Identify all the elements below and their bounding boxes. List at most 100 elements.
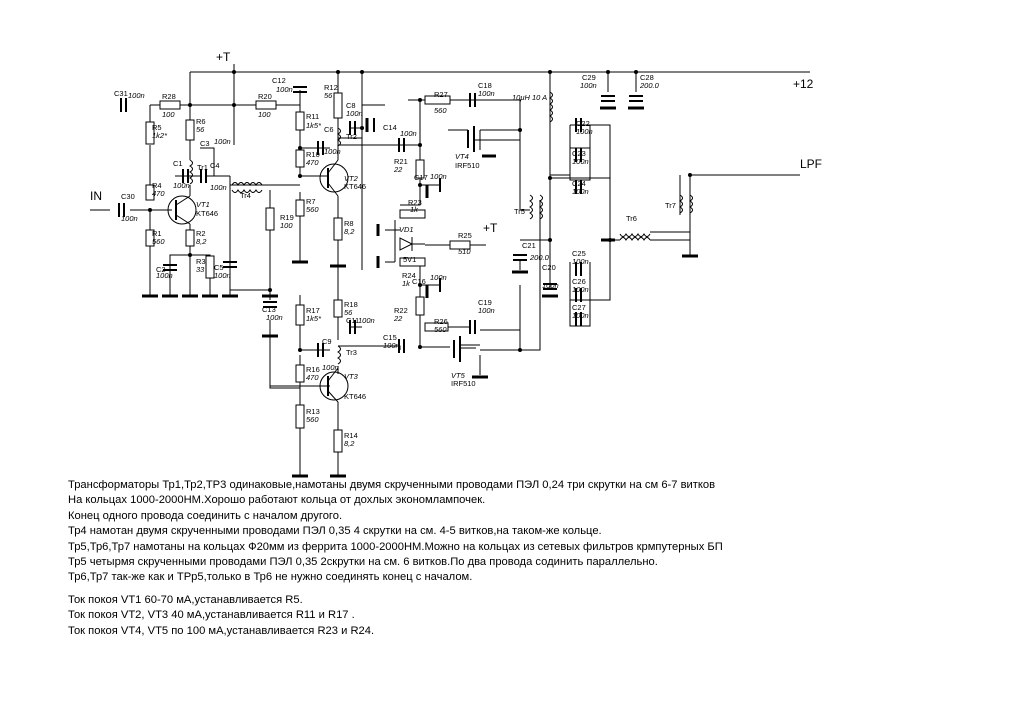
component-value: 470 bbox=[152, 189, 165, 198]
component-value: 10μH 10 A bbox=[512, 93, 547, 102]
component-ref: C17 bbox=[414, 173, 428, 182]
component-ref: R12 bbox=[324, 83, 338, 92]
semiconductor-type: KT646 bbox=[344, 182, 366, 191]
component-value: 560 bbox=[306, 415, 319, 424]
component-value: 100n bbox=[542, 281, 559, 290]
component-value: 510 bbox=[458, 247, 471, 256]
component-value: 200.0 bbox=[639, 81, 660, 90]
component-ref: R3 bbox=[196, 257, 206, 266]
component-value: 8,2 bbox=[196, 237, 207, 246]
component-ref: R24 bbox=[402, 271, 416, 280]
component-value: 100n bbox=[572, 257, 589, 266]
input-label: IN bbox=[90, 189, 102, 203]
component-value: 100n bbox=[400, 129, 417, 138]
note-line: На кольцах 1000-2000НМ.Хорошо работают к… bbox=[68, 494, 486, 507]
component-value: 1k5* bbox=[306, 121, 322, 130]
component-ref: C31 bbox=[114, 89, 128, 98]
bias-note: Ток покоя VT2, VT3 40 мА,устанавливается… bbox=[68, 609, 355, 622]
component-ref: R17 bbox=[306, 306, 320, 315]
component-ref: R5 bbox=[152, 123, 162, 132]
transformer-ref: Tr1 bbox=[197, 163, 208, 172]
capacitors bbox=[118, 86, 643, 357]
component-ref: C16 bbox=[412, 277, 426, 286]
semiconductor-type: KT646 bbox=[196, 209, 218, 218]
component-ref: R7 bbox=[306, 197, 316, 206]
component-value: 100n bbox=[128, 91, 145, 100]
component-ref: C12 bbox=[272, 76, 286, 85]
component-ref: C27 bbox=[572, 303, 586, 312]
note-line: Тр5 четырмя скрученными проводами ПЭЛ 0,… bbox=[68, 556, 658, 569]
component-value: 100n bbox=[210, 183, 227, 192]
component-value: 100n bbox=[346, 109, 363, 118]
component-ref: R8 bbox=[344, 219, 354, 228]
component-ref: R13 bbox=[306, 407, 320, 416]
plus-t-label: +T bbox=[216, 50, 231, 64]
transistors bbox=[167, 126, 486, 403]
component-ref: C21 bbox=[522, 241, 536, 250]
component-ref: C14 bbox=[383, 123, 397, 132]
component-value: 100 bbox=[258, 110, 271, 119]
component-ref: C15 bbox=[383, 333, 397, 342]
component-value: 100n bbox=[572, 157, 589, 166]
bias-note: Ток покоя VT1 60-70 мА,устанавливается R… bbox=[68, 593, 303, 606]
component-ref: C5 bbox=[214, 263, 224, 272]
transformer-ref: Tr2 bbox=[346, 132, 357, 141]
component-value: 200.0 bbox=[529, 253, 550, 262]
component-ref: R6 bbox=[196, 117, 206, 126]
note-line: Тр6,Тр7 так-же как и ТРр5,только в Тр6 н… bbox=[68, 571, 473, 584]
component-ref: R2 bbox=[196, 229, 206, 238]
component-value: 100 bbox=[162, 110, 175, 119]
grounds bbox=[142, 106, 698, 478]
component-value: 100n bbox=[576, 127, 593, 136]
component-ref: C30 bbox=[121, 192, 135, 201]
component-value: 56 bbox=[344, 308, 353, 317]
component-value: 560 bbox=[434, 106, 447, 115]
component-value: 100n bbox=[322, 363, 339, 372]
component-ref: C29 bbox=[582, 73, 596, 82]
semiconductor-ref: VT1 bbox=[196, 200, 210, 209]
component-ref: C13 bbox=[262, 305, 276, 314]
component-ref: C11 bbox=[346, 316, 359, 325]
component-ref: C4 bbox=[210, 161, 220, 170]
component-value: 100n bbox=[121, 214, 138, 223]
component-ref: C20 bbox=[542, 263, 556, 272]
component-value: 22 bbox=[393, 314, 403, 323]
schematic: +T +12 IN LPF +T C31100nR28100R20100C121… bbox=[90, 50, 822, 478]
semiconductor-type: KT646 bbox=[344, 392, 366, 401]
component-value: 8,2 bbox=[344, 439, 355, 448]
component-value: 100n bbox=[214, 271, 231, 280]
component-value: 100n bbox=[478, 306, 495, 315]
component-value: 100n bbox=[478, 89, 495, 98]
component-value: 560 bbox=[434, 325, 447, 334]
semiconductor-ref: VT3 bbox=[344, 372, 359, 381]
component-ref: R14 bbox=[344, 431, 358, 440]
component-value: 100n bbox=[572, 187, 589, 196]
component-value: 8,2 bbox=[344, 227, 355, 236]
semiconductor-type: IRF510 bbox=[455, 161, 480, 170]
note-line: Тр5,Тр6,Тр7 намотаны на кольцах Ф20мм из… bbox=[68, 540, 723, 553]
resistors bbox=[145, 92, 471, 453]
note-line: Трансформаторы Тр1,Тр2,ТР3 одинаковые,на… bbox=[68, 479, 716, 491]
component-value: 1k bbox=[402, 279, 411, 288]
component-value: 560 bbox=[306, 205, 319, 214]
notes: Трансформаторы Тр1,Тр2,ТР3 одинаковые,на… bbox=[68, 478, 968, 639]
component-ref: C24 bbox=[572, 179, 586, 188]
semiconductor-ref: VT4 bbox=[455, 152, 469, 161]
component-ref: R20 bbox=[258, 92, 272, 101]
component-value: 1k5* bbox=[306, 314, 322, 323]
component-value: 100n bbox=[324, 147, 341, 156]
component-ref: R26 bbox=[434, 317, 448, 326]
transformer-ref: Tr4 bbox=[240, 191, 251, 200]
component-value: 100n bbox=[214, 137, 231, 146]
semiconductor-ref: VD1 bbox=[399, 225, 414, 234]
lpf-label: LPF bbox=[800, 157, 822, 171]
component-ref: R4 bbox=[152, 181, 162, 190]
semiconductor-ref: VT5 bbox=[451, 371, 466, 380]
component-ref: C28 bbox=[640, 73, 654, 82]
component-value: 470 bbox=[306, 373, 319, 382]
component-value: 100n bbox=[572, 285, 589, 294]
transformer-ref: Tr7 bbox=[665, 201, 676, 210]
component-ref: R25 bbox=[458, 231, 472, 240]
component-value: 100n bbox=[580, 81, 597, 90]
